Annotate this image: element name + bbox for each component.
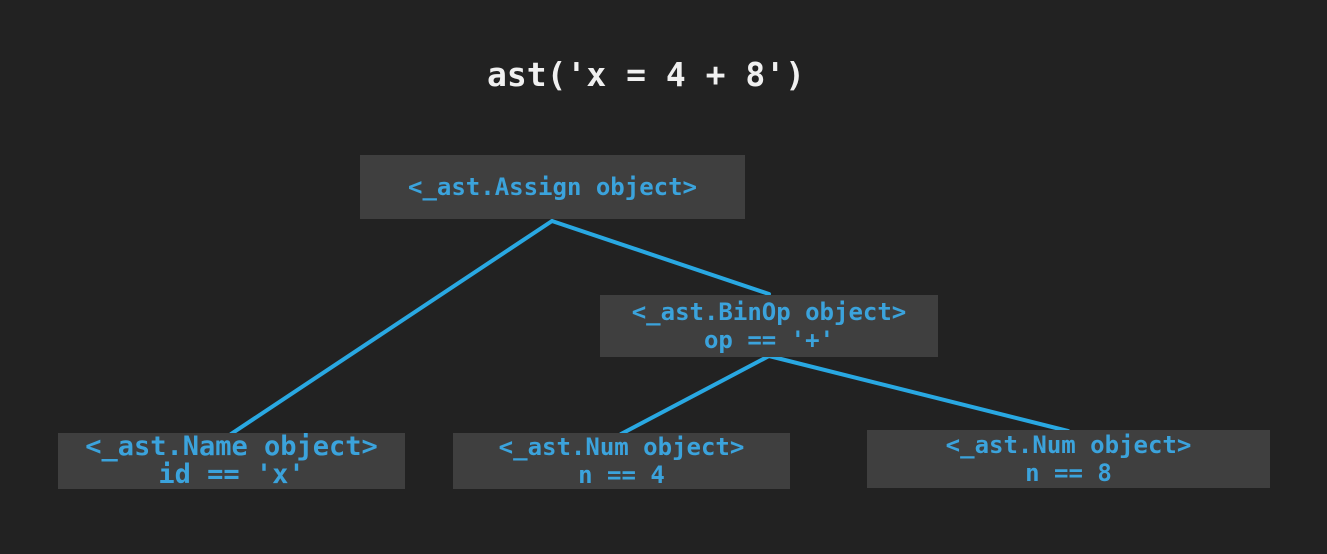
node-label: <_ast.Assign object> [408,173,697,201]
node-label: <_ast.BinOp object> [631,298,907,326]
node-assign: <_ast.Assign object> [360,155,745,219]
edge-assign-to-name [229,219,554,436]
node-num-4: <_ast.Num object> n == 4 [453,433,790,489]
node-num-8: <_ast.Num object> n == 8 [867,430,1270,488]
node-detail: n == 8 [1025,459,1112,487]
edge-binop-to-num-8 [767,354,1070,433]
node-detail: op == '+' [703,326,835,354]
node-binop: <_ast.BinOp object> op == '+' [600,295,938,357]
node-label: <_ast.Num object> [945,431,1192,459]
node-label: <_ast.Name object> [85,431,378,462]
node-name: <_ast.Name object> id == 'x' [58,433,405,489]
edge-binop-to-num-4 [619,354,771,436]
node-detail: n == 4 [578,461,665,489]
edge-assign-to-binop [550,219,771,296]
node-label: <_ast.Num object> [498,433,745,461]
node-detail: id == 'x' [158,459,305,490]
diagram-title: ast('x = 4 + 8') [487,55,805,94]
